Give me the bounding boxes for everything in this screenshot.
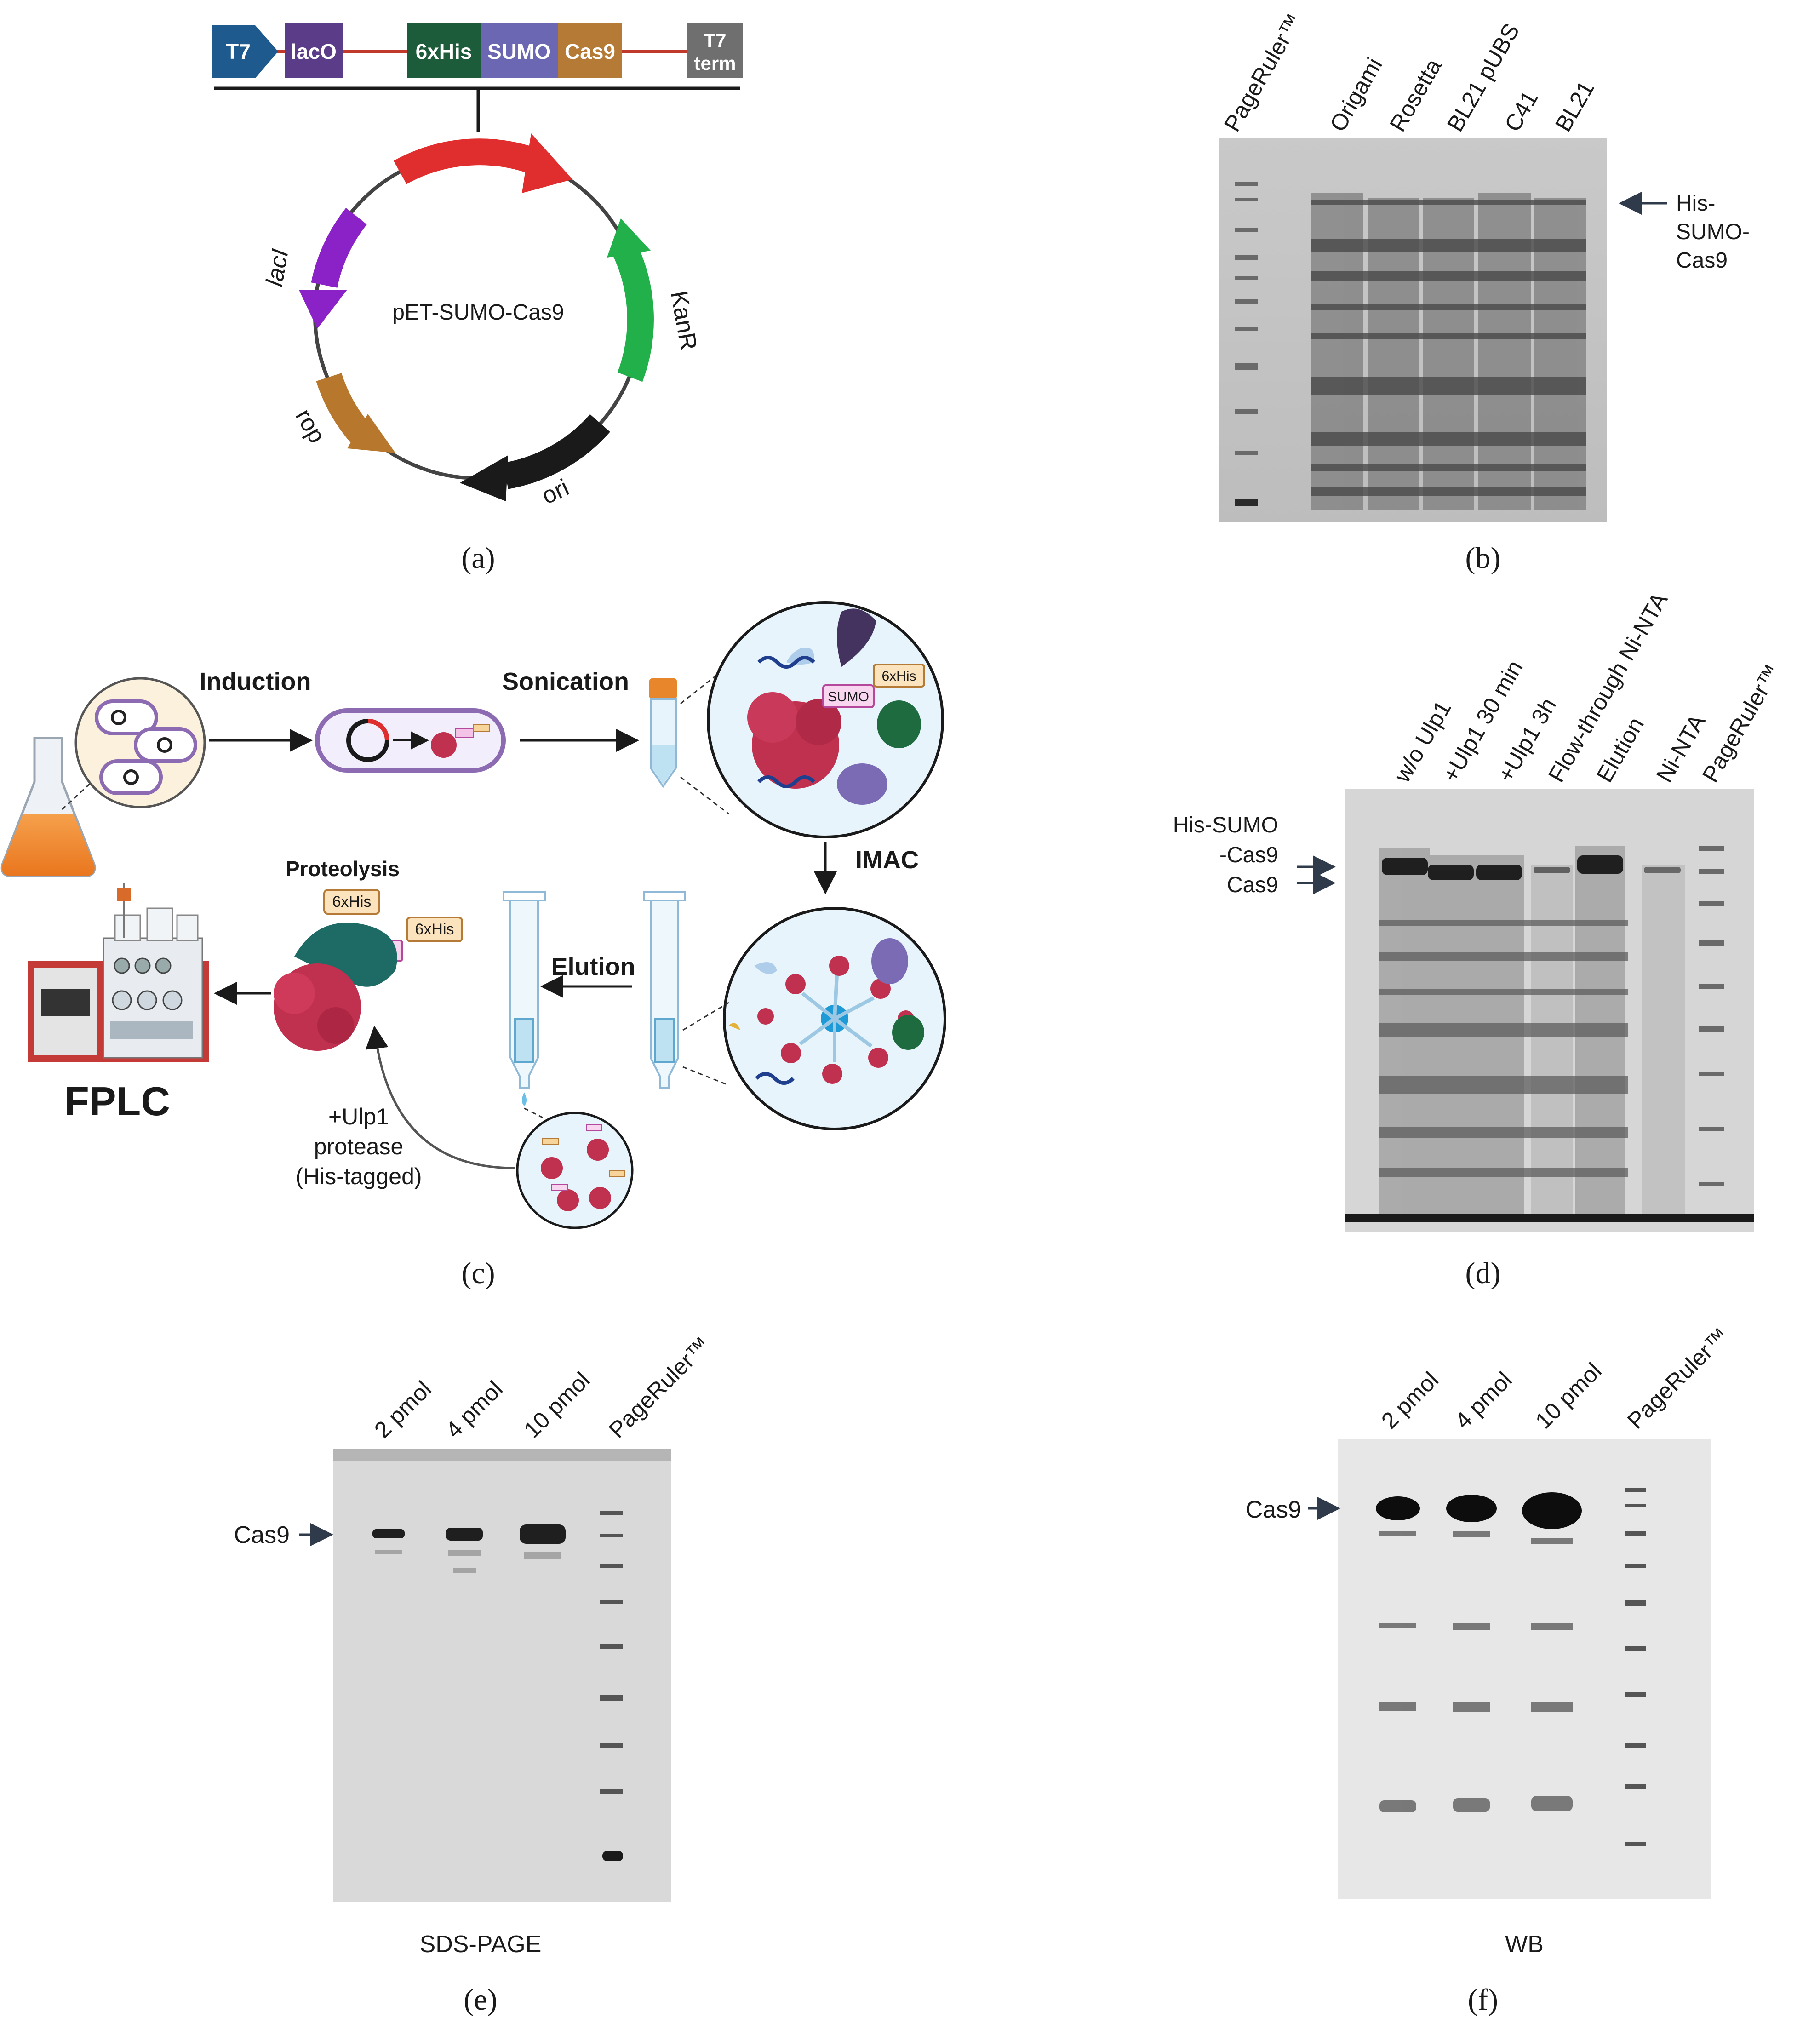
lane-label-b-5: BL21 <box>1550 76 1599 136</box>
cells-magnified <box>74 677 206 808</box>
step-imac: IMAC <box>855 846 919 874</box>
lane-label-b-2: Rosetta <box>1385 54 1447 136</box>
column-binding-magnified <box>723 907 946 1130</box>
band-label-e: Cas9 <box>234 1522 290 1548</box>
lane-label-d-6: PageRuler™ <box>1697 660 1786 787</box>
cas9-gene-arrow <box>393 138 550 184</box>
method-label-f: WB <box>1505 1931 1544 1958</box>
cassette-label-cas9: Cas9 <box>565 40 615 63</box>
lane-label-b-4: C41 <box>1499 86 1543 136</box>
band-label-f: Cas9 <box>1246 1496 1301 1523</box>
caption-b: (b) <box>1465 541 1501 575</box>
bands-d <box>1379 920 1628 1177</box>
fplc-instrument <box>28 883 209 1062</box>
cassette-label-laco: lacO <box>291 40 337 63</box>
tag-his-ulp1: 6xHis <box>332 893 371 911</box>
step-sonication: Sonication <box>502 668 629 695</box>
target-bands-e <box>372 1524 566 1544</box>
gel-e <box>333 1449 671 1902</box>
cas9-box <box>558 23 622 78</box>
band-label-d-cas9: Cas9 <box>1227 873 1278 897</box>
feature-label-kanr: KanR <box>665 289 702 352</box>
caption-a: (a) <box>461 541 495 575</box>
panel-d: w/o Ulp1 +Ulp1 30 min +Ulp1 3h Flow-thro… <box>1173 588 1786 1290</box>
ori-gene-arrow <box>503 414 610 489</box>
faint-bands-e <box>375 1550 561 1573</box>
caption-e: (e) <box>464 1983 497 2017</box>
plasmid-name: pET-SUMO-Cas9 <box>392 300 564 325</box>
sumo-box <box>481 23 558 78</box>
arrow-proteolysis <box>365 1026 515 1169</box>
protease-note-line3: (His-tagged) <box>295 1163 422 1189</box>
ladder-e <box>600 1511 623 1861</box>
feature-label-laci: lacI <box>261 247 294 288</box>
eluate-magnified <box>516 1112 634 1229</box>
rop-gene-arrow <box>316 373 373 446</box>
protease-note-line1: +Ulp1 <box>328 1104 389 1129</box>
lane-label-b-1: Origami <box>1325 53 1387 136</box>
lane-label-f-3: PageRuler™ <box>1622 1323 1734 1434</box>
target-bands-d <box>1382 855 1681 880</box>
panel-a: T7 lacO 6xHis SUMO Cas9 T7 term <box>212 23 743 575</box>
cassette-label-t7: T7 <box>226 40 251 63</box>
band-label-d-his-sumo: His-SUMO <box>1173 813 1278 837</box>
ladder-f <box>1625 1488 1646 1846</box>
t7-promoter-arrow <box>212 25 278 78</box>
culture-flask <box>0 737 96 877</box>
step-proteolysis: Proteolysis <box>286 857 400 881</box>
lane-label-f-2: 10 pmol <box>1530 1358 1606 1433</box>
caption-d: (d) <box>1465 1256 1501 1290</box>
protease-note-line2: protease <box>314 1134 404 1159</box>
band-label-b-line2: SUMO- <box>1676 220 1750 244</box>
cassette-map: T7 lacO 6xHis SUMO Cas9 T7 term <box>212 23 743 132</box>
panel-b: PageRuler™ Origami Rosetta BL21 pUBS C41… <box>1219 9 1750 575</box>
lane-label-f-1: 4 pmol <box>1450 1367 1517 1434</box>
imac-column-right <box>643 891 686 1089</box>
tag-sumo-lysate: SUMO <box>828 689 869 705</box>
falcon-tube <box>649 678 677 788</box>
caption-c: (c) <box>461 1256 495 1290</box>
step-elution: Elution <box>551 953 635 980</box>
his-box <box>407 23 481 78</box>
cassette-label-term-line1: T7 <box>704 29 726 51</box>
lane-label-e-1: 4 pmol <box>441 1376 508 1443</box>
ladder-b <box>1235 182 1258 506</box>
caption-f: (f) <box>1468 1983 1498 2017</box>
step-induction: Induction <box>200 668 311 695</box>
laco-box <box>285 23 343 78</box>
band-label-b-line3: Cas9 <box>1676 248 1728 273</box>
plasmid-map: pET-SUMO-Cas9 lacI KanR rop ori <box>261 133 702 510</box>
cassette-label-term-line2: term <box>694 52 736 74</box>
cassette-label-his: 6xHis <box>416 40 472 63</box>
lane-label-b-0: PageRuler™ <box>1219 9 1307 136</box>
panel-c: Induction Sonication <box>0 601 946 1290</box>
lane-label-e-3: PageRuler™ <box>604 1332 715 1443</box>
degradation-bands-f <box>1379 1531 1573 1812</box>
lane-label-e-2: 10 pmol <box>519 1367 595 1443</box>
lane-label-f-0: 2 pmol <box>1376 1367 1443 1434</box>
method-label-e: SDS-PAGE <box>420 1931 542 1958</box>
ladder-d <box>1699 846 1724 1186</box>
lysate-magnified: SUMO 6xHis <box>707 601 944 838</box>
lane-label-e-0: 2 pmol <box>369 1376 436 1443</box>
bands-b <box>1311 200 1586 496</box>
band-label-b-line1: His- <box>1676 191 1715 216</box>
laci-gene-arrow <box>311 207 367 288</box>
tag-his-sumo: 6xHis <box>415 921 454 938</box>
imac-column-left <box>503 891 546 1106</box>
feature-label-ori: ori <box>538 474 573 510</box>
step-fplc: FPLC <box>64 1078 170 1124</box>
terminator-box <box>687 23 743 78</box>
tag-his-lysate: 6xHis <box>881 669 916 684</box>
cassette-label-sumo: SUMO <box>487 40 551 63</box>
target-bands-f <box>1376 1492 1582 1529</box>
feature-label-rop: rop <box>290 404 331 447</box>
band-label-d-cas9-line2: -Cas9 <box>1219 843 1278 867</box>
induced-cell <box>315 708 506 773</box>
ulp1-cas9-complex: 6xHis 6xHis <box>274 889 463 1051</box>
panel-e: 2 pmol 4 pmol 10 pmol PageRuler™ Cas9 SD… <box>234 1332 715 2017</box>
panel-f: 2 pmol 4 pmol 10 pmol PageRuler™ Cas9 WB… <box>1246 1323 1734 2017</box>
kanr-gene-arrow <box>613 245 654 382</box>
